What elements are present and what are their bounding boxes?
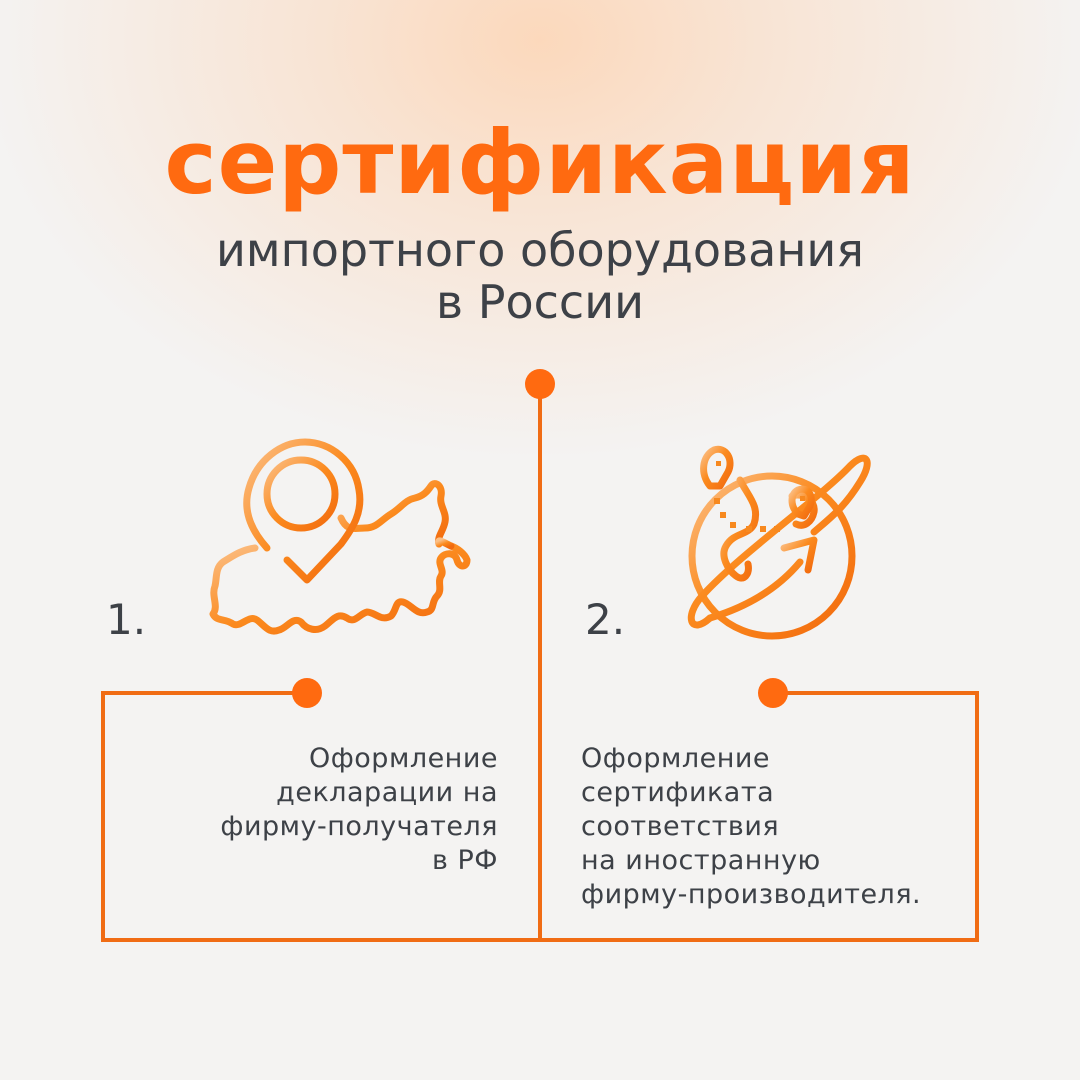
frame-left-line	[101, 691, 105, 942]
step-1-line: декларации на	[276, 777, 498, 808]
russia-map-location-pin-icon	[209, 438, 471, 635]
step-1-description: Оформление декларации на фирму-получател…	[220, 742, 498, 878]
step-2-dot	[758, 678, 788, 708]
subtitle-line-2: в России	[436, 275, 644, 329]
frame-top-left-line	[101, 691, 307, 695]
top-timeline-dot	[525, 369, 555, 399]
step-2-line: Оформление	[581, 743, 771, 774]
step-1-number: 1.	[106, 595, 147, 644]
step-2-line: сертификата	[581, 777, 775, 808]
globe-orbit-arrow-pins-icon	[687, 445, 871, 640]
step-1-line: Оформление	[308, 743, 498, 774]
page-subtitle: импортного оборудования в России	[0, 224, 1080, 328]
step-1-line: фирму-получателя	[220, 811, 498, 842]
frame-bottom-line	[101, 938, 979, 942]
step-1-line: в РФ	[431, 845, 498, 876]
center-vertical-line	[538, 384, 542, 942]
frame-right-line	[975, 691, 979, 942]
step-2-line: соответствия	[581, 811, 780, 842]
page-title: сертификация	[164, 111, 916, 214]
step-1-dot	[292, 678, 322, 708]
frame-top-right-line	[773, 691, 979, 695]
step-2-line: фирму-производителя.	[581, 879, 922, 910]
step-2-number: 2.	[585, 595, 626, 644]
step-2-description: Оформление сертификата соответствия на и…	[581, 742, 921, 912]
step-2-line: на иностранную	[581, 845, 821, 876]
subtitle-line-1: импортного оборудования	[216, 223, 864, 277]
